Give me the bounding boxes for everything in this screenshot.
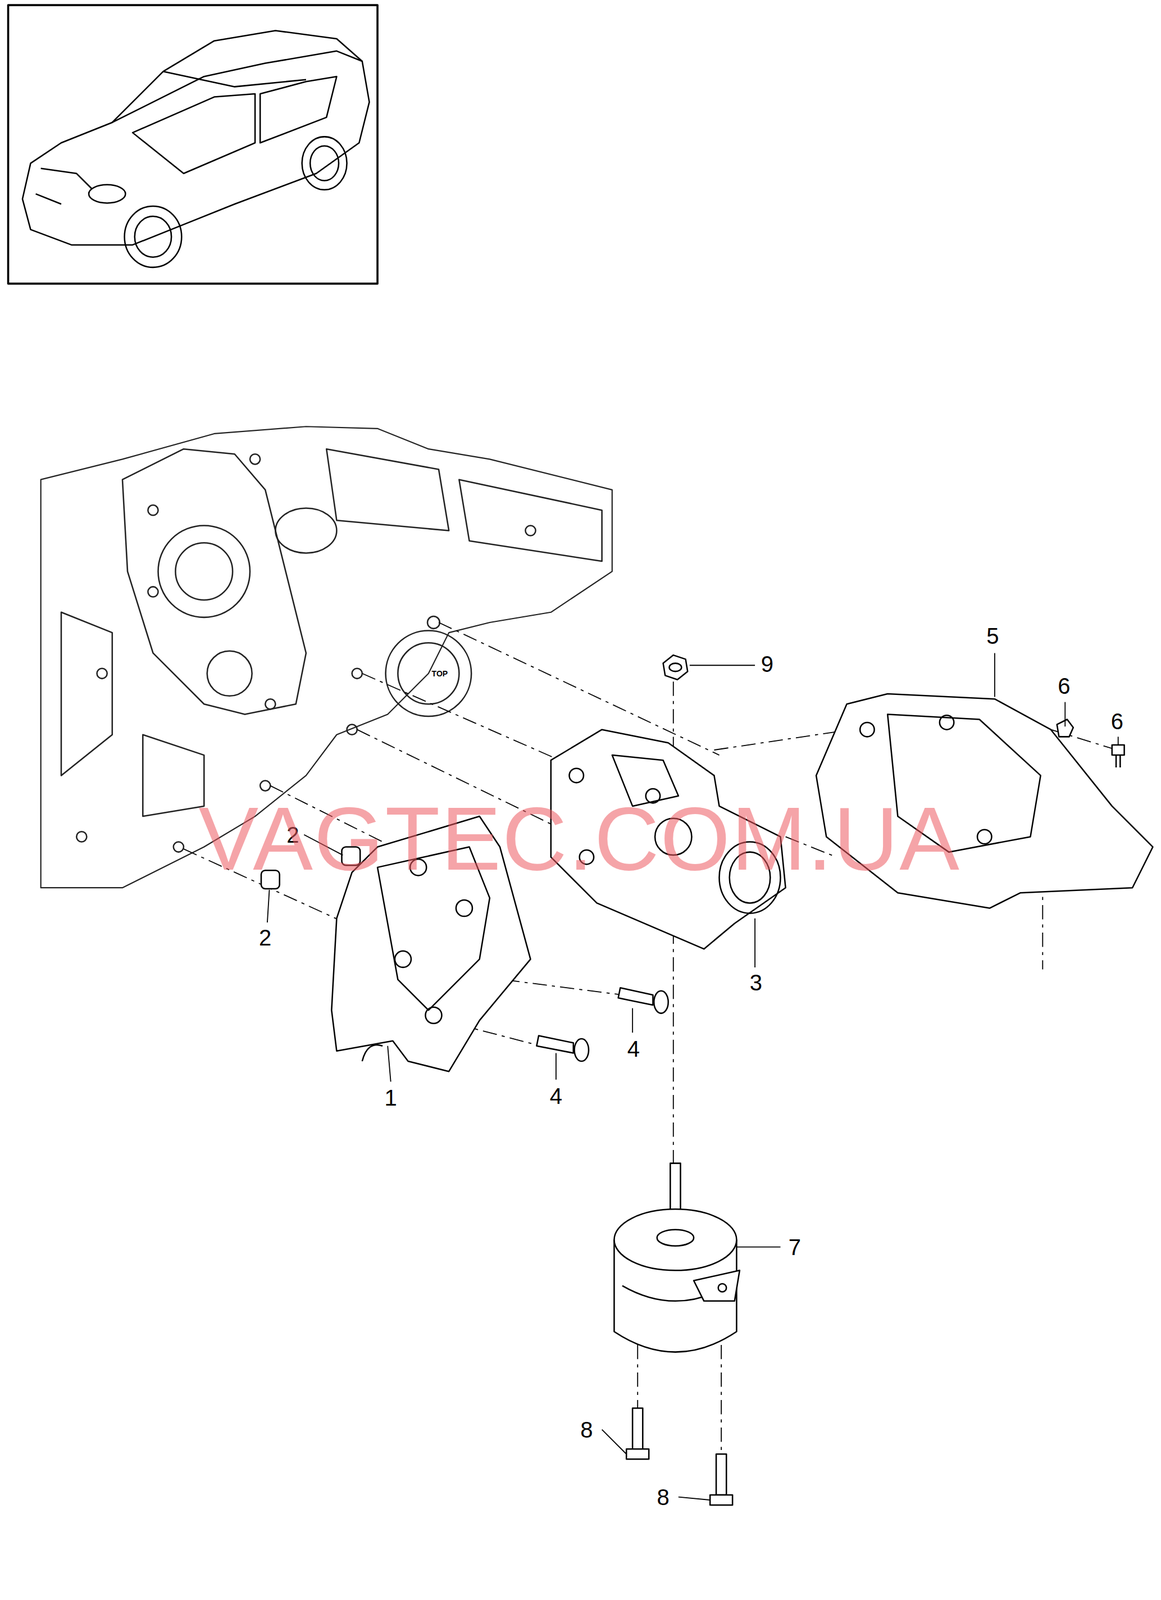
leader-line	[267, 652, 1119, 1500]
drawing-stroke	[142, 734, 204, 817]
drawing-stroke	[385, 630, 472, 717]
drawing-stroke	[8, 5, 379, 284]
drawing-stroke	[689, 664, 755, 666]
drawing-stroke	[569, 768, 584, 783]
drawing-stroke	[602, 1429, 627, 1455]
drawing-stroke	[260, 76, 337, 143]
nut	[663, 654, 689, 680]
callout-number: 9	[761, 652, 774, 676]
drawing-stroke	[939, 715, 954, 730]
drawing-stroke	[147, 586, 158, 597]
drawing-stroke	[158, 525, 250, 617]
drawing-stroke	[122, 448, 307, 714]
drawing-stroke	[669, 663, 682, 672]
drawing-stroke	[394, 950, 412, 968]
drawing-stroke	[977, 829, 992, 844]
drawing-stroke	[626, 1448, 649, 1459]
drawing-stroke	[1117, 736, 1119, 745]
engine-mount	[613, 1163, 740, 1352]
drawing-stroke	[736, 1246, 781, 1248]
drawing-stroke	[112, 51, 363, 123]
vehicle-thumbnail	[8, 5, 379, 284]
drawing-stroke	[709, 1494, 733, 1505]
callout-number: 1	[384, 1086, 398, 1109]
drawing-stroke	[555, 1052, 557, 1079]
drawing-stroke	[1116, 754, 1120, 768]
callout-number: 3	[749, 971, 763, 994]
drawing-stroke	[387, 1045, 391, 1082]
drawing-stroke	[163, 71, 307, 87]
drawing-stroke	[352, 668, 363, 679]
drawing-stroke	[310, 146, 339, 181]
drawing-stroke	[76, 831, 87, 842]
drawing-stroke	[326, 448, 449, 531]
drawing-stroke	[249, 453, 261, 464]
drawing-stroke	[22, 30, 370, 245]
callout-number: 5	[986, 624, 999, 648]
drawing-stroke	[124, 206, 182, 268]
drawing-stroke	[718, 1283, 727, 1292]
drawing-stroke	[425, 1007, 442, 1024]
embossed-marking: TOP	[431, 669, 449, 678]
drawing-stroke	[632, 1408, 643, 1450]
callout-number: 6	[1057, 674, 1071, 698]
drawing-stroke	[267, 889, 270, 923]
drawing-stroke	[536, 1035, 573, 1054]
drawing-stroke	[1112, 744, 1125, 755]
drawing-stroke	[663, 654, 689, 680]
drawing-stroke	[859, 722, 874, 737]
bolt	[626, 1408, 733, 1506]
drawing-stroke	[427, 616, 440, 629]
drawing-stroke	[525, 525, 536, 536]
drawing-stroke	[147, 504, 158, 516]
callout-number: 8	[656, 1485, 669, 1509]
callout-number: 6	[1111, 709, 1124, 733]
drawing-stroke	[362, 1044, 383, 1062]
drawing-stroke	[693, 1269, 740, 1301]
drawing-stroke	[716, 1453, 727, 1495]
drawing-stroke	[618, 987, 654, 1005]
drawing-stroke	[207, 650, 253, 696]
callout-number: 2	[258, 926, 272, 949]
watermark: VAGTEC.COM.UA	[198, 793, 960, 884]
drawing-stroke	[613, 1208, 737, 1270]
drawing-stroke	[456, 899, 473, 917]
drawing-stroke	[994, 652, 996, 697]
drawing-stroke	[265, 698, 276, 709]
callout-number: 4	[549, 1084, 563, 1108]
drawing-stroke	[175, 542, 233, 600]
drawing-stroke	[35, 168, 93, 205]
drawing-stroke	[438, 622, 719, 755]
drawing-stroke	[97, 668, 108, 679]
drawing-stroke	[61, 612, 113, 776]
drawing-stroke	[88, 184, 126, 204]
drawing-stroke	[302, 136, 348, 190]
drawing-stroke	[653, 990, 668, 1014]
callout-number: 8	[580, 1418, 593, 1441]
drawing-stroke	[631, 1008, 634, 1033]
drawing-stroke	[173, 841, 184, 852]
drawing-stroke	[260, 780, 271, 791]
drawing-stroke	[397, 642, 459, 704]
drawing-stroke	[347, 724, 358, 735]
drawing-stroke	[362, 673, 572, 766]
drawing-stroke	[1064, 702, 1066, 727]
drawing-stroke	[657, 1229, 694, 1246]
bolt	[536, 987, 668, 1062]
drawing-stroke	[754, 918, 756, 968]
callout-number: 7	[788, 1235, 801, 1259]
drawing-stroke	[458, 479, 602, 562]
callout-number: 4	[627, 1037, 640, 1060]
drawing-stroke	[134, 216, 172, 258]
drawing-stroke	[574, 1038, 589, 1062]
drawing-stroke	[678, 1496, 710, 1500]
drawing-stroke	[275, 508, 337, 554]
drawing-stroke	[132, 93, 256, 174]
